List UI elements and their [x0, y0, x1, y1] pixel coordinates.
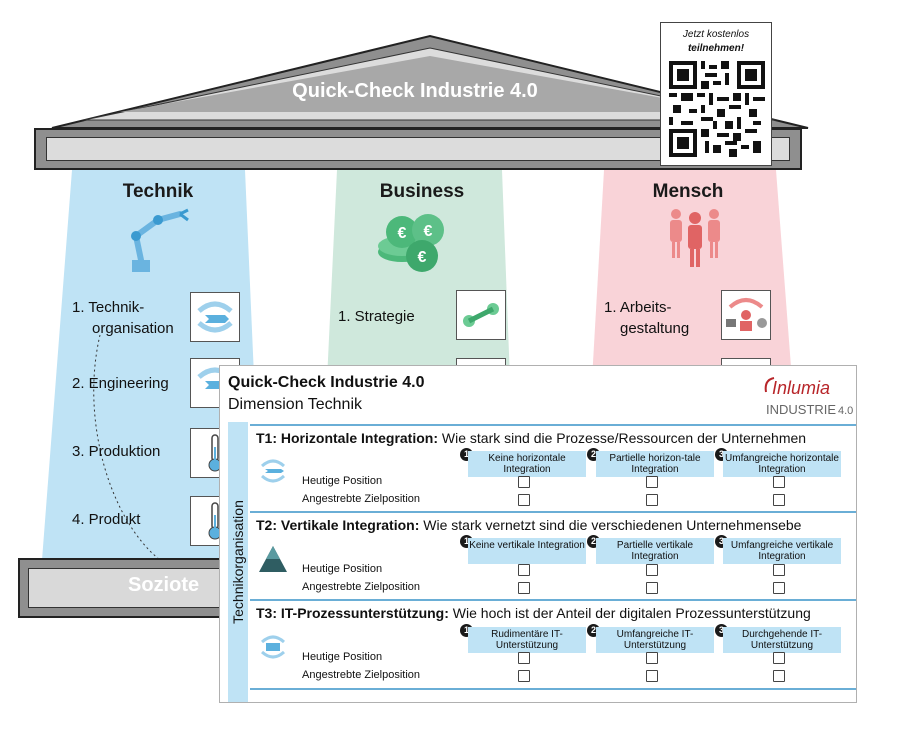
checkbox[interactable]	[773, 476, 785, 488]
checkbox[interactable]	[773, 670, 785, 682]
checkbox[interactable]	[518, 494, 530, 506]
divider	[250, 424, 856, 426]
temple-base	[18, 558, 248, 618]
option-label: Umfangreiche IT-Unterstützung	[596, 627, 714, 653]
inlumia-logo-icon: Inlumia INDUSTRIE 4.0	[764, 377, 853, 417]
work-design-icon	[721, 290, 771, 340]
column-title-technik: Technik	[122, 181, 194, 202]
process-cycle-icon	[190, 292, 240, 342]
checkbox[interactable]	[646, 564, 658, 576]
divider	[250, 511, 856, 513]
row-label-target: Angestrebte Zielposition	[302, 669, 421, 681]
logo-brand: Inlumia	[772, 378, 830, 398]
checkbox[interactable]	[773, 494, 785, 506]
option-label: Partielle vertikale Integration	[596, 538, 714, 564]
sidebar-label: Technikorganisation	[230, 500, 246, 624]
row-label-current: Heutige Position	[302, 651, 383, 663]
qr-code-icon	[669, 61, 765, 157]
divider	[250, 599, 856, 601]
svg-text:€: €	[424, 223, 433, 240]
svg-text:€: €	[418, 249, 427, 266]
option-label: Rudimentäre IT-Unterstützung	[468, 627, 586, 653]
technik-item-1: 1. Technik-	[72, 299, 145, 316]
checkbox[interactable]	[773, 564, 785, 576]
question-title-t1: T1: Horizontale Integration: Wie stark s…	[256, 430, 807, 446]
logo-version: 4.0	[838, 405, 853, 417]
column-title-mensch: Mensch	[652, 181, 724, 202]
option-label: Durchgehende IT- Unterstützung	[723, 627, 841, 653]
technik-item-1b: organisation	[92, 320, 174, 337]
it-support-icon	[260, 635, 286, 659]
checkbox[interactable]	[518, 476, 530, 488]
logo-line: INDUSTRIE	[766, 402, 836, 417]
people-group-icon	[670, 209, 720, 267]
checkbox[interactable]	[518, 582, 530, 594]
technik-item-4: 4. Produkt	[72, 511, 141, 528]
row-label-current: Heutige Position	[302, 475, 383, 487]
checkbox[interactable]	[646, 476, 658, 488]
option-label: Umfangreiche horizontale Integration	[723, 451, 841, 477]
row-label-target: Angestrebte Zielposition	[302, 581, 421, 593]
roof-title: Quick-Check Industrie 4.0	[292, 80, 538, 102]
question-title-t2: T2: Vertikale Integration: Wie stark ver…	[256, 517, 802, 533]
divider	[250, 688, 856, 690]
card-subtitle: Dimension Technik	[228, 396, 362, 413]
svg-text:€: €	[398, 225, 407, 242]
qr-code-panel[interactable]: Jetzt kostenlos teilnehmen!	[660, 22, 772, 166]
questionnaire-card: Quick-Check Industrie 4.0 Dimension Tech…	[220, 366, 856, 702]
option-label: Umfangreiche vertikale Integration	[723, 538, 841, 564]
mensch-item-1b: gestaltung	[620, 320, 690, 337]
qr-cta: teilnehmen!	[687, 43, 745, 54]
row-label-target: Angestrebte Zielposition	[302, 493, 421, 505]
checkbox[interactable]	[518, 670, 530, 682]
business-item-1: 1. Strategie	[338, 308, 415, 325]
checkbox[interactable]	[646, 670, 658, 682]
checkbox[interactable]	[646, 494, 658, 506]
checkbox[interactable]	[646, 652, 658, 664]
card-title: Quick-Check Industrie 4.0	[228, 374, 425, 391]
money-coins-icon: € € €	[378, 214, 444, 272]
pyramid-icon	[259, 546, 287, 572]
mensch-item-1: 1. Arbeits-	[604, 299, 672, 316]
question-title-t3: T3: IT-Prozessunterstützung: Wie hoch is…	[256, 605, 811, 621]
checkbox[interactable]	[646, 582, 658, 594]
column-title-business: Business	[379, 181, 465, 202]
category-sidebar: Technikorganisation	[228, 422, 248, 702]
base-label: Soziote	[128, 574, 200, 596]
checkbox[interactable]	[518, 564, 530, 576]
row-label-current: Heutige Position	[302, 563, 383, 575]
technik-item-2: 2. Engineering	[72, 375, 169, 392]
option-label: Keine vertikale Integration	[468, 538, 586, 564]
checkbox[interactable]	[773, 582, 785, 594]
robot-arm-icon	[131, 208, 189, 272]
checkbox[interactable]	[773, 652, 785, 664]
option-label: Keine horizontale Integration	[468, 451, 586, 477]
horizontal-integration-icon	[260, 459, 286, 483]
checkbox[interactable]	[518, 652, 530, 664]
technik-item-3: 3. Produktion	[72, 443, 161, 460]
strategy-icon	[456, 290, 506, 340]
qr-caption: Jetzt kostenlos	[682, 29, 750, 40]
option-label: Partielle horizon-tale Integration	[596, 451, 714, 477]
